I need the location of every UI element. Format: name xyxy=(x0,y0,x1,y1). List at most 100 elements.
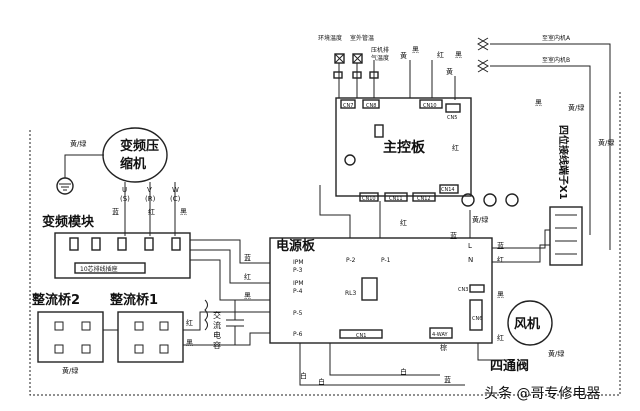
cn1-connector xyxy=(339,329,383,339)
wire-color-black-right: 黑 xyxy=(535,99,542,107)
mid-wire-color-yg: 黄/绿 xyxy=(472,215,488,224)
pin-n-label: N xyxy=(468,256,473,264)
module-terminal-v xyxy=(117,237,127,251)
power-board xyxy=(269,237,493,344)
module-terminal-n xyxy=(171,237,181,251)
indoor-b-label: 至室内机B xyxy=(542,56,570,64)
cn12-label: CN12 xyxy=(417,196,431,202)
main-board-wire-red: 红 xyxy=(452,143,459,152)
pin-p1-label: P-1 xyxy=(381,257,391,264)
four-way-connector xyxy=(429,327,453,339)
cn8-connector xyxy=(362,99,380,109)
cn10-connector-top xyxy=(419,99,443,109)
cn7-label: CN7 xyxy=(343,103,353,109)
cn5-connector xyxy=(445,103,461,113)
cn14-label: CN14 xyxy=(441,187,455,193)
ipm-label-1: IPM xyxy=(293,259,304,266)
bus-wire-color-black: 黑 xyxy=(244,292,251,300)
bus-wire-color-red: 红 xyxy=(244,272,251,281)
four-way-valve-label: 四通阀 xyxy=(490,358,529,374)
wire-color-yellow-2: 黄 xyxy=(446,67,453,76)
cn7-connector xyxy=(340,99,356,109)
capacitor-label-1: 交 xyxy=(213,310,221,320)
exhaust-temp-label-1: 压机排 xyxy=(371,46,389,54)
rectifier-1-wire-color-1: 红 xyxy=(186,318,193,327)
four-way-connector-label: 4-WAY xyxy=(432,332,448,338)
compressor-leads xyxy=(124,182,176,236)
compressor-label-1: 变频压 xyxy=(120,138,159,154)
mid-wire-color-blue-2: 蓝 xyxy=(497,241,504,250)
mid-wire-color-blue: 蓝 xyxy=(450,231,457,240)
rectifier-bridge-1 xyxy=(117,311,184,363)
capacitor-label-3: 电 xyxy=(213,330,221,340)
bottom-wire-color-white-1: 白 xyxy=(300,371,307,380)
wire-color-yellow: 黄 xyxy=(400,51,407,60)
fan-wire-color-1: 黑 xyxy=(497,291,504,299)
ipm-label-2: IPM xyxy=(293,280,304,287)
bus-wire-color-blue: 蓝 xyxy=(244,253,251,262)
fan-wire-color-2: 红 xyxy=(497,333,504,342)
compressor xyxy=(102,127,168,183)
ground-circle-3 xyxy=(505,193,519,207)
cn10-bottom-label: CN10 xyxy=(362,196,376,202)
indoor-b-connector-icon xyxy=(477,59,489,73)
module-ribbon-label: 10芯排线插座 xyxy=(80,265,118,273)
pin-p2-label: P-2 xyxy=(346,257,356,264)
ambient-temp-label: 环境温度 xyxy=(318,34,342,42)
wire-color-yg-right-2: 黄/绿 xyxy=(598,138,614,147)
wire-color-black-top-2: 黑 xyxy=(455,51,462,59)
cn6-label: CN6 xyxy=(472,316,482,322)
module-terminal-u xyxy=(91,237,101,251)
capacitor-label-2: 流 xyxy=(213,320,221,330)
wire-color-red-top: 红 xyxy=(437,50,444,59)
ground-circle-1 xyxy=(461,193,475,207)
cn10-connector-bottom xyxy=(359,192,379,202)
compressor-ground-color: 黄/绿 xyxy=(70,139,86,148)
fan-motor-label: 风机 xyxy=(514,316,540,332)
ground-perimeter-wire xyxy=(29,90,621,396)
cn1-label: CN1 xyxy=(356,333,366,339)
rectifier-1-label: 整流桥1 xyxy=(109,292,158,308)
wire-color-yg-right: 黄/绿 xyxy=(568,103,584,112)
bottom-wire-color-white-2: 白 xyxy=(318,377,325,386)
wire-color-black-top: 黑 xyxy=(412,46,419,54)
relay-label: RL3 xyxy=(345,290,357,297)
ground-circle-2 xyxy=(483,193,497,207)
mid-wire-color-red-2: 红 xyxy=(497,255,504,264)
cn3-label: CN3 xyxy=(458,287,468,293)
module-terminal-w xyxy=(144,237,154,251)
mid-wire-color-red: 红 xyxy=(400,218,407,227)
compressor-label-2: 缩机 xyxy=(120,156,146,172)
fan-motor xyxy=(507,300,553,346)
cn12-connector xyxy=(412,192,436,202)
main-board-component xyxy=(344,154,356,166)
cn3-connector xyxy=(469,284,485,293)
relay-rl3 xyxy=(361,277,378,301)
module-ribbon-socket xyxy=(74,262,146,274)
ground-symbol-compressor xyxy=(56,177,74,195)
cn11-label: CN11 xyxy=(389,196,403,202)
main-board-label: 主控板 xyxy=(383,139,426,156)
fan-wire-color-3: 黄/绿 xyxy=(548,349,564,358)
inverter-module-label: 变频模块 xyxy=(42,214,95,230)
indoor-link-wires xyxy=(490,43,611,250)
power-board-label: 电源板 xyxy=(276,238,316,254)
main-board-relay xyxy=(374,124,384,138)
ground-icon xyxy=(59,183,71,191)
bottom-wire-color-white-3: 白 xyxy=(400,367,407,376)
indoor-a-connector-icon xyxy=(477,37,489,51)
sensor-marks xyxy=(334,53,363,64)
main-control-board xyxy=(335,97,472,197)
ipm-p3-label: P-3 xyxy=(293,267,303,274)
sensor-plug-1 xyxy=(333,71,343,79)
rectifier-2-wire-color: 黄/绿 xyxy=(62,366,78,375)
cn11-connector xyxy=(384,192,408,202)
inductor-coil xyxy=(204,299,208,331)
compressor-wire-color-3: 黑 xyxy=(180,208,187,216)
rectifier-bridge-2 xyxy=(37,311,104,363)
cn5-label: CN5 xyxy=(447,115,457,121)
terminal-block-rows xyxy=(555,214,577,255)
terminal-block-label: 四位接线端子X1 xyxy=(557,125,570,200)
ipm-p4-label: P-4 xyxy=(293,288,303,295)
